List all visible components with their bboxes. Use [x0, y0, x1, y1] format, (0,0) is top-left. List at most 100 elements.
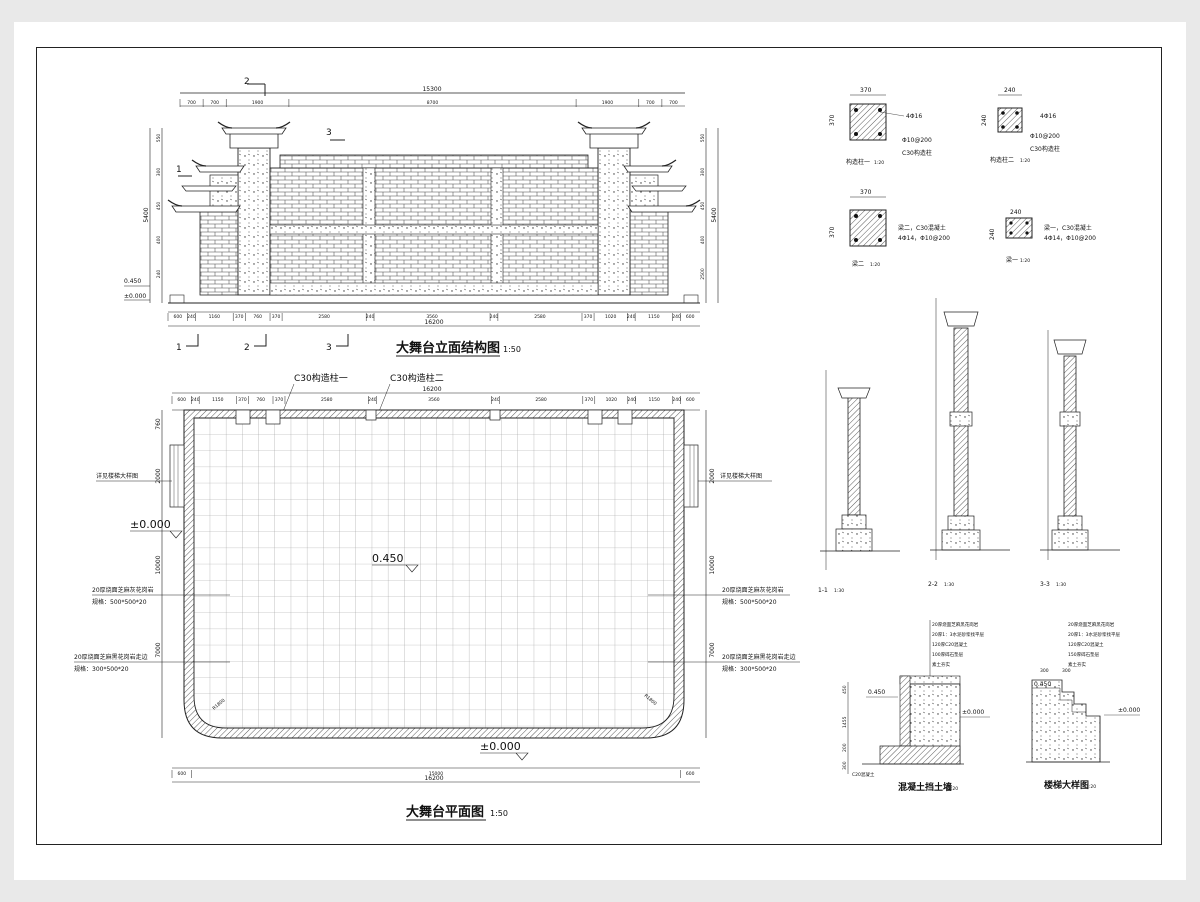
elev-left-h-1: 300 [156, 168, 162, 177]
plan-top-dim-9: 240 [491, 397, 500, 403]
svg-text:450: 450 [842, 685, 848, 694]
vertical-sections: 1-1 1:30 2-2 1:30 3-3 1:30 [818, 298, 1120, 594]
elev-overall-bottom: 16200 [424, 319, 443, 326]
svg-text:1:30: 1:30 [1056, 582, 1066, 588]
svg-text:梁二: 梁二 [852, 260, 864, 268]
plan-top-dim-16: 600 [686, 397, 695, 403]
plan-level-bottom: ±0.000 [480, 740, 521, 753]
elev-top-dim-6: 700 [669, 100, 678, 106]
retaining-note-3: 100厚碎石垫层 [932, 651, 964, 658]
elev-left-h-4: 240 [156, 270, 162, 279]
elev-section-mark-1: 1 [176, 165, 182, 175]
svg-text:Φ10@200: Φ10@200 [902, 137, 932, 144]
plan-left-dim-3: 7000 [155, 642, 162, 657]
stair-note-0: 20厚烧面芝麻黑花岗岩 [1068, 621, 1115, 628]
elev-bottom-dim-13: 240 [627, 314, 636, 320]
plan-bottom-dim-1: 15000 [429, 771, 443, 777]
elev-top-dim-0: 700 [187, 100, 196, 106]
elev-scale: 1:50 [503, 345, 521, 354]
column-detail-1: 370 370 4Φ16 Φ10@200 C30构造柱 构造柱一 1:20 [829, 87, 932, 166]
plan-right-dim-2: 7000 [709, 642, 716, 657]
svg-text:梁二，C30混凝土: 梁二，C30混凝土 [898, 224, 946, 232]
column-detail-2: 240 240 4Φ16 Φ10@200 C30构造柱 构造柱二 1:20 [981, 87, 1060, 164]
elev-top-dim-2: 1900 [252, 100, 264, 106]
plan-top-dim-14: 1150 [648, 397, 660, 403]
svg-text:C30构造柱: C30构造柱 [902, 149, 932, 157]
paving-a-left-line1: 20厚烧面芝麻灰花岗岩 [92, 586, 154, 594]
retaining-wall-detail: 20厚烧面芝麻黑花岗岩20厚1：3水泥砂浆找平层120厚C20混凝土100厚碎石… [842, 620, 990, 793]
elev-bottom-dim-7: 240 [366, 314, 375, 320]
plan-level-left: ±0.000 [130, 518, 171, 531]
svg-text:梁一，C30混凝土: 梁一，C30混凝土 [1044, 224, 1092, 232]
plan-left-dim-2: 10000 [155, 555, 162, 574]
elev-right-h-3: 400 [700, 236, 706, 245]
elev-bottom-dim-5: 370 [272, 314, 281, 320]
retaining-note-1: 20厚1：3水泥砂浆找平层 [932, 631, 984, 638]
svg-text:4Φ14，Φ10@200: 4Φ14，Φ10@200 [898, 235, 950, 242]
svg-text:1:30: 1:30 [944, 582, 954, 588]
elev-bottom-dim-9: 240 [490, 314, 499, 320]
svg-text:1:30: 1:30 [834, 588, 844, 594]
elev-bottom-dim-15: 240 [672, 314, 681, 320]
stair-note-4: 素土夯实 [1068, 661, 1086, 668]
svg-text:0.450: 0.450 [868, 689, 885, 696]
plan-callout-col2: C30构造柱二 [390, 372, 444, 384]
plan-bottom-dim-0: 600 [177, 771, 186, 777]
elev-left-h-3: 400 [156, 236, 162, 245]
svg-text:240: 240 [989, 228, 996, 240]
svg-text:4Φ16: 4Φ16 [1040, 113, 1056, 120]
elev-level-0450: 0.450 [124, 278, 141, 285]
elev-bottom-dim-2: 1160 [209, 314, 221, 320]
svg-text:混凝土挡土墙: 混凝土挡土墙 [898, 781, 952, 793]
elev-bottom-mark-1: 1 [176, 343, 182, 353]
retaining-notes: 20厚烧面芝麻黑花岗岩20厚1：3水泥砂浆找平层120厚C20混凝土100厚碎石… [932, 621, 984, 668]
svg-text:1:20: 1:20 [1020, 258, 1030, 264]
plan-top-dim-7: 240 [368, 397, 377, 403]
elev-height-right: 5400 [711, 207, 718, 222]
retaining-note-4: 素土夯实 [932, 661, 950, 668]
svg-text:±0.000: ±0.000 [962, 709, 984, 716]
stair-notes: 20厚烧面芝麻黑花岗岩 20厚1：3水泥砂浆找平层 120厚C20混凝土 150厚碎石… [1068, 621, 1120, 668]
drawing-frame [36, 47, 1162, 845]
svg-text:2-2: 2-2 [928, 581, 938, 588]
svg-text:楼梯大样图: 楼梯大样图 [1044, 779, 1089, 791]
elev-right-h-4: 2500 [700, 268, 706, 280]
paving-b-left-line1: 20厚烧面芝麻黑花岗岩走边 [74, 653, 148, 661]
retaining-note-2: 120厚C20混凝土 [932, 641, 968, 648]
beam-detail-2: 370 370 梁二，C30混凝土 4Φ14，Φ10@200 梁二 1:20 [829, 189, 950, 268]
plan-top-dim-5: 370 [275, 397, 284, 403]
plan-top-dim-0: 600 [177, 397, 186, 403]
svg-text:±0.000: ±0.000 [1118, 707, 1140, 714]
svg-text:300: 300 [1040, 668, 1049, 674]
stair-note-1: 20厚1：3水泥砂浆找平层 [1068, 631, 1120, 638]
elev-left-h-2: 450 [156, 202, 162, 211]
plan-top-dim-13: 240 [627, 397, 636, 403]
paving-a-left-line2: 规格：500*500*20 [92, 598, 147, 606]
plan-callout-col1: C30构造柱一 [294, 372, 348, 384]
paving-a-right-line2: 规格：500*500*20 [722, 598, 777, 606]
svg-text:370: 370 [860, 189, 872, 196]
plan-right-dim-0: 2000 [709, 468, 716, 483]
svg-text:370: 370 [860, 87, 872, 94]
beam-detail-1: 240 梁一，C30混凝土 4Φ14，Φ10@200 梁一 1:20 240 [989, 209, 1096, 264]
elev-bottom-dim-12: 1020 [605, 314, 617, 320]
stair-note-2: 120厚C20混凝土 [1068, 641, 1104, 648]
section-2-2: 2-2 1:30 [928, 298, 1010, 588]
elev-right-h-0: 550 [700, 134, 706, 143]
elev-bottom-mark-2: 2 [244, 343, 250, 353]
svg-text:4Φ16: 4Φ16 [906, 113, 922, 120]
column-details: 370 370 4Φ16 Φ10@200 C30构造柱 构造柱一 1:20 24… [829, 87, 1096, 268]
svg-text:240: 240 [1010, 209, 1022, 216]
svg-text:4Φ14，Φ10@200: 4Φ14，Φ10@200 [1044, 235, 1096, 242]
svg-text:1:20: 1:20 [1020, 158, 1030, 164]
elev-top-dim-4: 1900 [602, 100, 614, 106]
svg-text:C20混凝土: C20混凝土 [852, 771, 875, 778]
elev-bottom-dim-16: 600 [686, 314, 695, 320]
stair-note-3: 150厚碎石垫层 [1068, 651, 1100, 658]
